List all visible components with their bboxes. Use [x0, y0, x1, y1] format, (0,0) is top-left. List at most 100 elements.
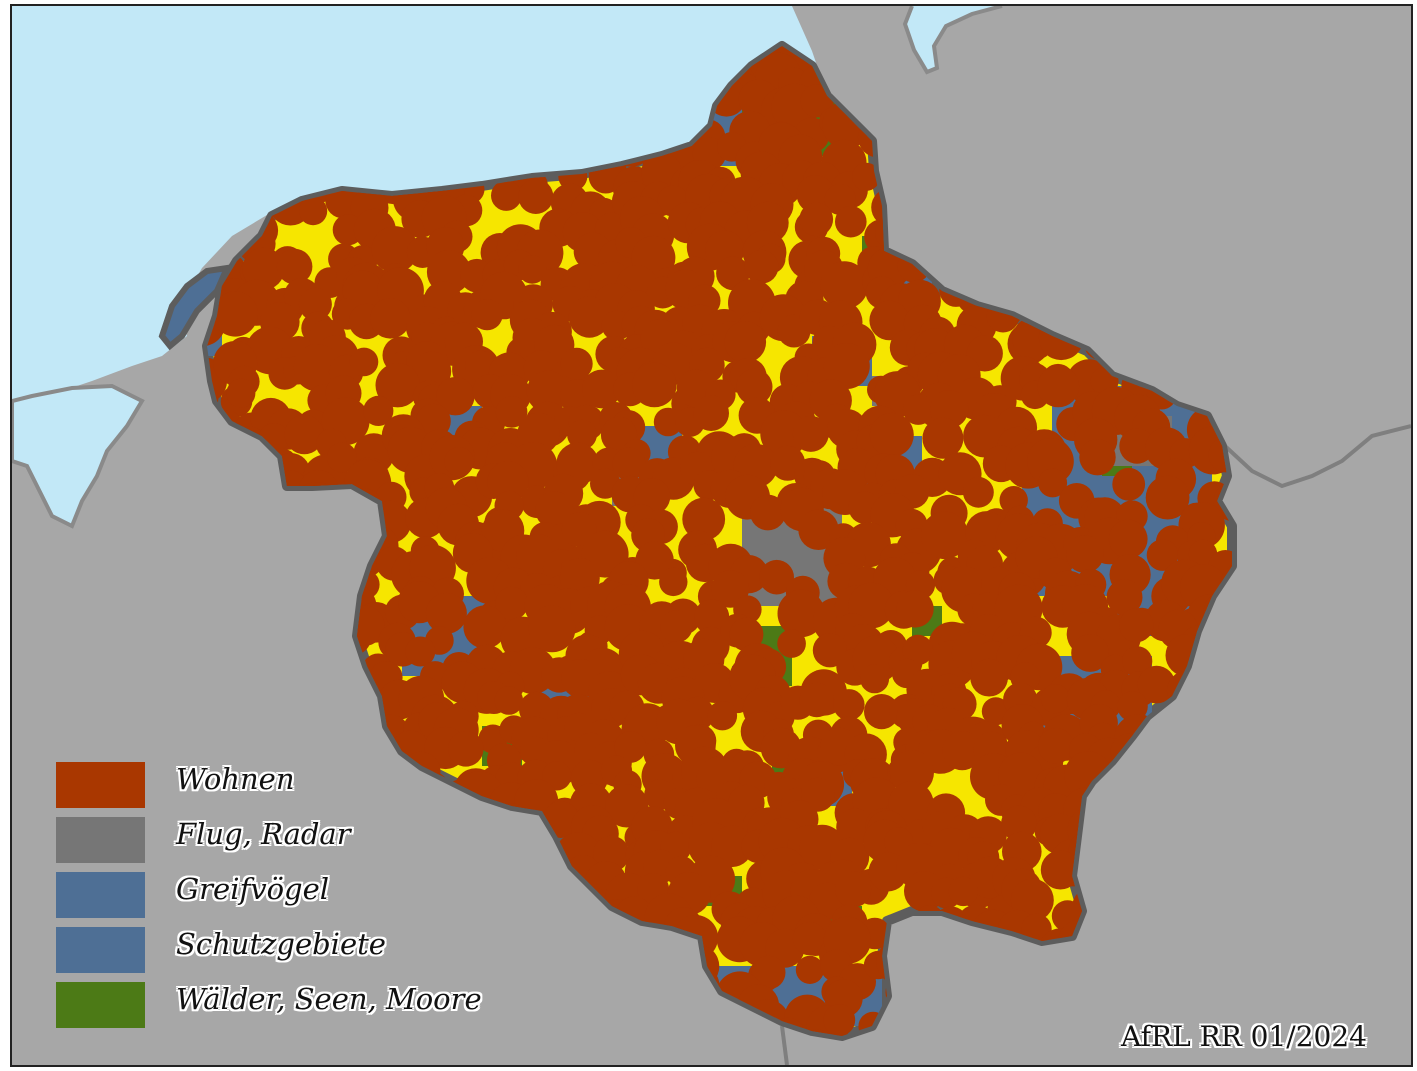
residential-buffer	[869, 300, 909, 341]
residential-buffer	[823, 1004, 856, 1036]
residential-buffer	[902, 634, 934, 666]
residential-buffer	[1038, 468, 1068, 498]
residential-buffer	[299, 197, 328, 226]
residential-buffer	[864, 694, 900, 730]
residential-buffer	[444, 447, 474, 477]
residential-buffer	[948, 876, 978, 907]
residential-buffer	[1146, 539, 1179, 571]
residential-buffer	[349, 347, 379, 377]
residential-buffer	[750, 494, 786, 531]
residential-buffer	[463, 605, 507, 649]
residential-buffer	[1040, 684, 1070, 714]
residential-buffer	[653, 407, 683, 437]
map-frame: Wohnen Flug, Radar Greifvögel Schutzgebi…	[10, 4, 1413, 1067]
residential-buffer	[823, 343, 870, 389]
residential-buffer	[518, 179, 554, 214]
residential-buffer	[614, 731, 647, 763]
residential-buffer	[1145, 475, 1190, 520]
residential-buffer	[405, 636, 436, 667]
legend-swatch	[56, 762, 145, 808]
residential-buffer	[528, 605, 576, 653]
residential-buffer	[612, 447, 646, 481]
map-canvas	[12, 6, 1411, 1065]
residential-buffer	[1079, 439, 1116, 476]
residential-buffer	[922, 417, 964, 459]
residential-buffer	[582, 369, 621, 409]
residential-buffer	[852, 162, 881, 191]
residential-buffer	[860, 664, 890, 694]
residential-buffer	[326, 442, 357, 473]
residential-buffer	[736, 368, 773, 405]
residential-buffer	[276, 248, 313, 285]
residential-buffer	[1122, 646, 1153, 677]
residential-buffer	[284, 414, 324, 455]
residential-buffer	[1108, 519, 1148, 559]
residential-buffer	[242, 247, 285, 290]
residential-buffer	[869, 412, 914, 457]
residential-buffer	[744, 249, 779, 284]
residential-buffer	[729, 617, 764, 652]
residential-buffer	[535, 491, 574, 529]
residential-buffer	[799, 202, 834, 237]
residential-buffer	[799, 682, 834, 718]
residential-buffer	[942, 731, 982, 771]
residential-buffer	[293, 344, 341, 392]
residential-buffer	[226, 378, 256, 408]
residential-buffer	[777, 589, 825, 638]
residential-buffer	[363, 395, 394, 426]
border-line	[780, 1025, 789, 1065]
residential-buffer	[724, 321, 767, 363]
legend-swatch	[56, 817, 145, 863]
residential-buffer	[711, 825, 753, 868]
residential-buffer	[487, 461, 529, 503]
residential-buffer	[567, 419, 597, 450]
map-credit: AfRL RR 01/2024	[1120, 1020, 1367, 1053]
island-area	[158, 264, 232, 351]
residential-buffer	[632, 362, 677, 408]
residential-buffer	[963, 476, 994, 508]
residential-buffer	[1040, 850, 1080, 890]
residential-buffer	[777, 629, 806, 658]
residential-buffer	[760, 410, 808, 458]
legend-swatch	[56, 927, 145, 973]
legend-label: Wohnen	[176, 762, 295, 796]
residential-buffer	[707, 701, 738, 731]
residential-buffer	[1112, 467, 1146, 501]
residential-buffer	[495, 396, 528, 428]
residential-buffer	[568, 296, 611, 338]
residential-buffer	[759, 559, 794, 595]
residential-buffer	[820, 261, 869, 310]
legend-swatch	[56, 872, 145, 918]
coast-line	[902, 6, 1003, 75]
bay-inlet	[12, 383, 145, 529]
residential-buffer	[1037, 365, 1080, 408]
residential-buffer	[1119, 428, 1155, 464]
residential-buffer	[798, 509, 839, 550]
residential-buffer	[448, 731, 484, 767]
residential-buffer	[694, 599, 730, 635]
residential-buffer	[660, 610, 693, 643]
legend-label: Greifvögel	[176, 872, 330, 906]
residential-buffer	[375, 363, 420, 408]
residential-buffer	[370, 298, 411, 339]
residential-buffer	[425, 592, 467, 634]
residential-buffer	[921, 511, 969, 559]
legend-label: Schutzgebiete	[176, 927, 386, 961]
residential-buffer	[1117, 691, 1148, 722]
residential-buffer	[751, 955, 786, 990]
residential-buffer	[1066, 535, 1104, 573]
residential-buffer	[494, 686, 524, 715]
residential-buffer	[1119, 608, 1154, 643]
residential-buffer	[371, 226, 419, 273]
residential-buffer	[896, 590, 934, 628]
residential-buffer	[693, 395, 729, 431]
legend-label: Wälder, Seen, Moore	[176, 982, 482, 1016]
residential-buffer	[1071, 634, 1109, 672]
residential-buffer	[1137, 665, 1176, 704]
residential-buffer	[471, 299, 503, 331]
residential-buffer	[835, 205, 867, 238]
legend-swatch	[56, 982, 145, 1028]
residential-buffer	[212, 291, 258, 337]
residential-buffer	[518, 255, 547, 284]
residential-buffer	[1106, 579, 1143, 616]
